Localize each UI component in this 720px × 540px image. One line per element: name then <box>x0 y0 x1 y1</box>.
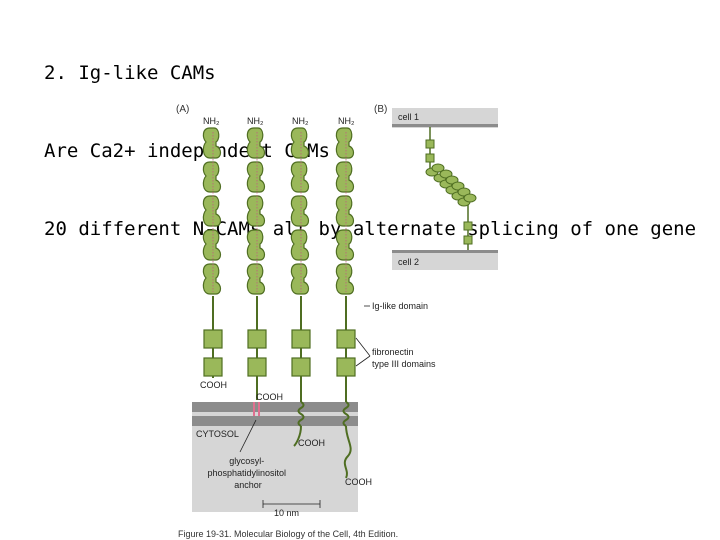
fibronectin-domains <box>203 329 356 377</box>
transmembrane-segments <box>293 401 352 479</box>
cooh-label: COOH <box>298 438 325 448</box>
scale-bar: 10 nm <box>262 500 321 518</box>
ncam-molecule-3 <box>290 127 310 295</box>
ncam-molecule-1 <box>202 127 222 295</box>
scale-label: 10 nm <box>274 508 299 518</box>
membrane-outer-leaflet <box>192 402 358 412</box>
gpi-anchor-label: glycosyl- phosphatidylinositol anchor <box>207 456 288 490</box>
cooh-label: COOH <box>200 380 227 390</box>
cell-1-label: cell 1 <box>398 112 419 122</box>
cytosol-label: CYTOSOL <box>196 429 239 439</box>
cell-2-membrane <box>392 250 498 253</box>
cell-1-membrane <box>392 124 498 127</box>
cell-1-region <box>392 108 498 128</box>
cooh-label: COOH <box>256 392 283 402</box>
cell-2-label: cell 2 <box>398 257 419 267</box>
nh2-label: NH₂ <box>203 116 220 126</box>
ncam-molecule-4 <box>335 127 355 295</box>
disulfide-bonds <box>212 132 347 292</box>
slide-title: 2. Ig-like CAMs <box>44 62 216 84</box>
ig-domain-stacks <box>202 127 355 295</box>
ncam-molecule-2 <box>246 127 266 295</box>
ncam-homophilic-binding <box>425 127 477 250</box>
panel-a-label: (A) <box>176 104 189 115</box>
fibronectin-pointer <box>355 337 371 367</box>
cooh-label: COOH <box>345 477 372 487</box>
membrane-inner-leaflet <box>192 416 358 426</box>
figure-caption: Figure 19-31. Molecular Biology of the C… <box>178 529 398 539</box>
nh2-label: NH₂ <box>338 116 355 126</box>
nh2-label: NH₂ <box>292 116 309 126</box>
fibronectin-label: fibronectin type III domains <box>372 347 436 369</box>
ig-domain-label: Ig-like domain <box>372 301 428 311</box>
nh2-label: NH₂ <box>247 116 264 126</box>
stalks <box>212 296 347 402</box>
cell-2-region <box>392 250 498 270</box>
panel-b-label: (B) <box>374 104 387 115</box>
gpi-anchor <box>239 402 260 453</box>
